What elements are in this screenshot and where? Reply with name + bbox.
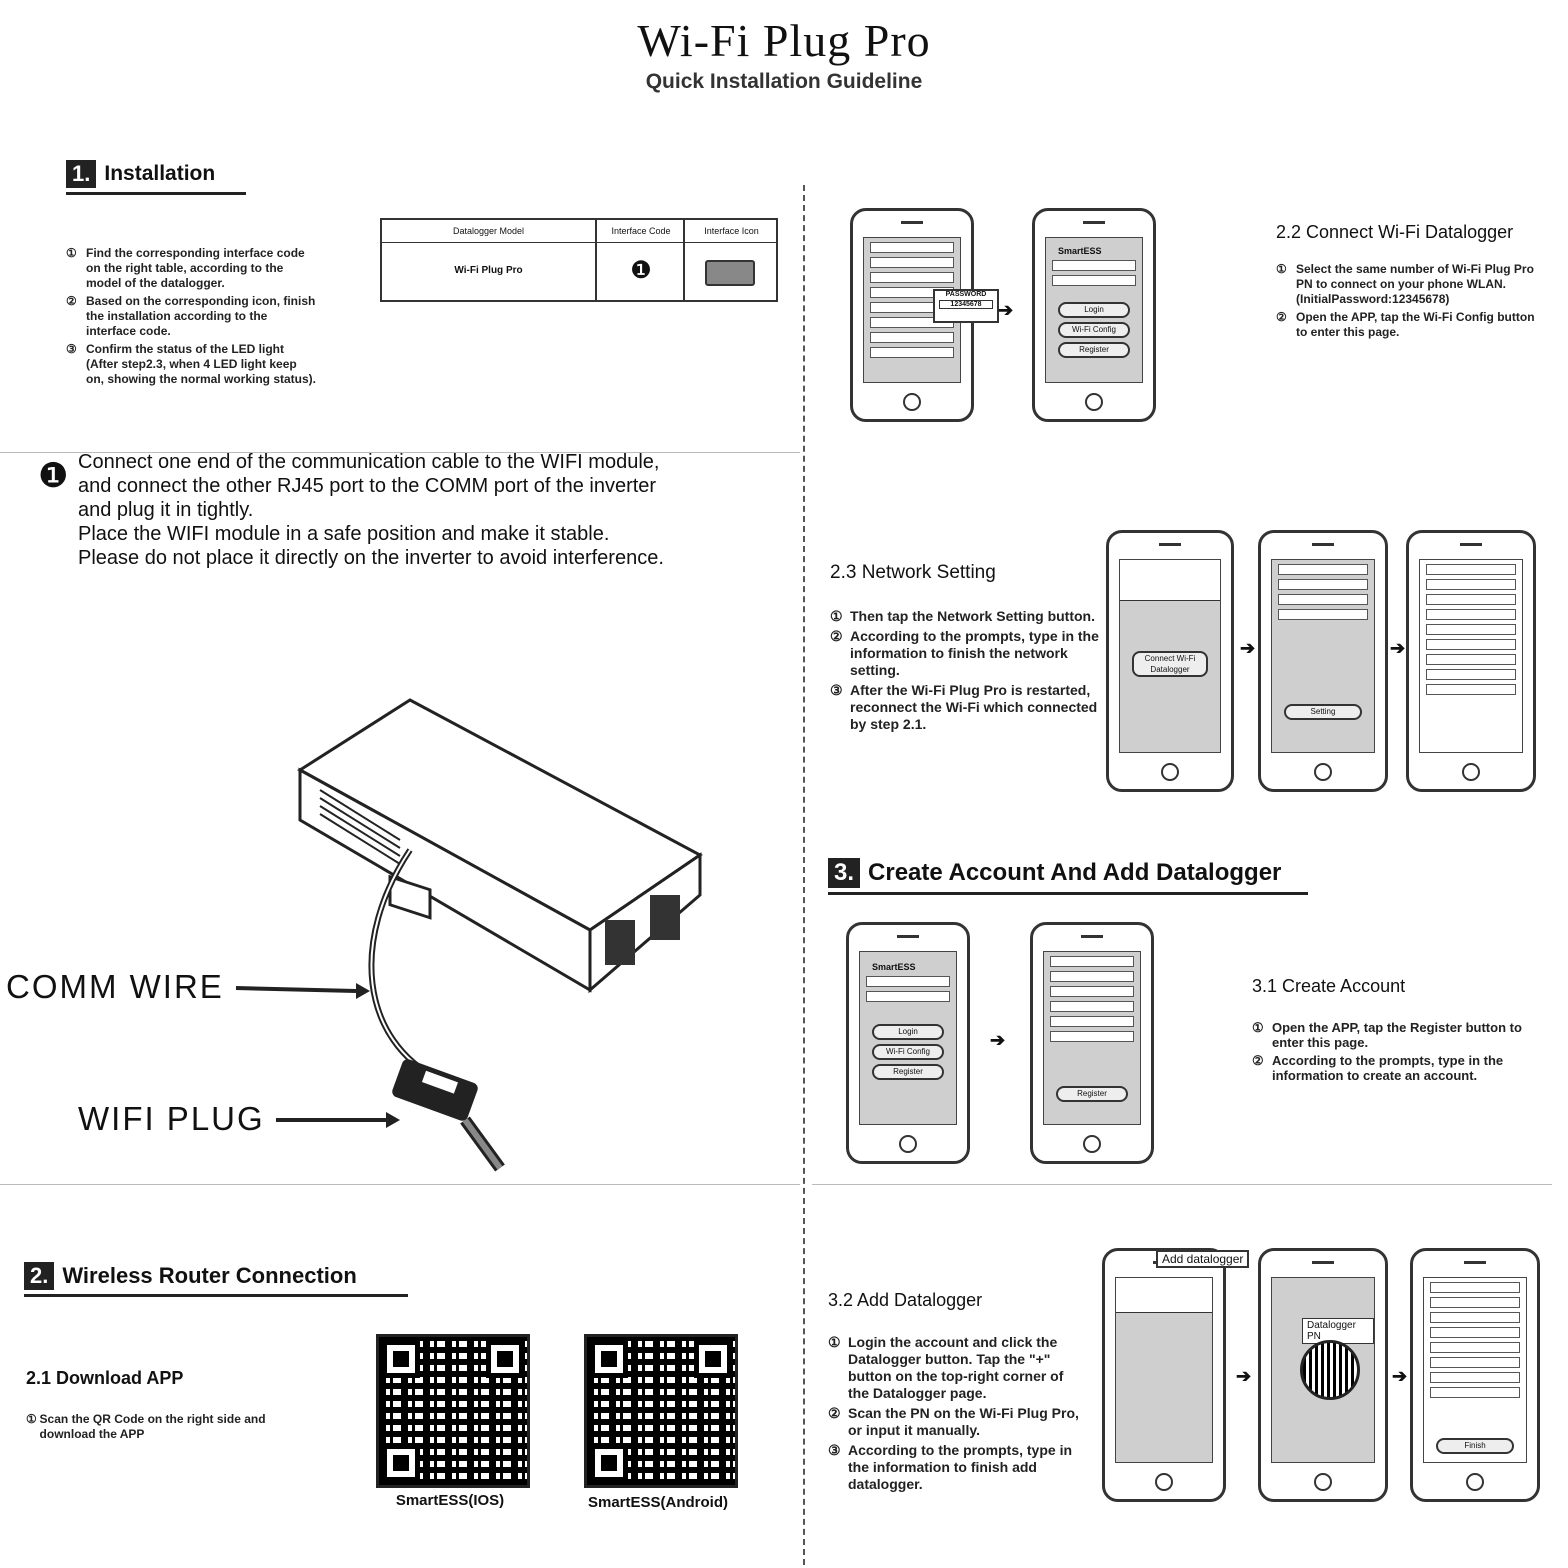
subsection-3-2-title: 3.2 Add Datalogger (828, 1290, 983, 1310)
section-1-title: Installation (104, 162, 216, 185)
section-1-number: 1. (66, 160, 97, 188)
main-step-number: ❶ (38, 457, 69, 495)
finish-button[interactable]: Finish (1436, 1438, 1514, 1454)
arrow-right-icon: ➔ (998, 300, 1014, 320)
column-divider (803, 185, 805, 1565)
section-3-title: Create Account And Add Datalogger (868, 859, 1282, 886)
section-3-heading: 3. Create Account And Add Datalogger (828, 858, 1308, 895)
phone-login-2: SmartESS Login Wi-Fi Config Register (846, 922, 970, 1164)
phone-datalogger-list (1102, 1248, 1226, 1502)
section-3-underline (828, 892, 1308, 895)
add-datalogger-callout[interactable]: Add datalogger (1156, 1250, 1250, 1268)
table-cell-icon (683, 242, 778, 300)
phone-login: SmartESS Login Wi-Fi Config Register (1032, 208, 1156, 422)
phone-wlan-list (1406, 530, 1536, 792)
password-popup: PASSWORD 12345678 (933, 289, 999, 323)
subsection-2-2-title: 2.2 Connect Wi-Fi Datalogger (1276, 222, 1514, 242)
login-button[interactable]: Login (1058, 302, 1130, 318)
register-button[interactable]: Register (872, 1064, 944, 1080)
barcode-icon (1300, 1340, 1360, 1400)
table-header-model: Datalogger Model (382, 220, 595, 243)
register-button[interactable]: Register (1058, 342, 1130, 358)
phone-wlan: PASSWORD 12345678 (850, 208, 999, 422)
arrow-right-icon: ➔ (1390, 638, 1406, 658)
wifi-config-button[interactable]: Wi-Fi Config (872, 1044, 944, 1060)
page-subtitle: Quick Installation Guideline (645, 70, 923, 93)
phone-confirm: Finish (1410, 1248, 1540, 1502)
datalogger-pn-label: Datalogger PN (1302, 1318, 1374, 1344)
inverter-side (298, 767, 592, 993)
qr-ios-caption: SmartESS(IOS) (395, 1492, 505, 1509)
arrow-right-icon: ➔ (1236, 1366, 1252, 1386)
phone-network-settings: Setting (1258, 530, 1388, 792)
inverter-illustration (235, 698, 703, 1172)
subsection-2-1-title: 2.1 Download APP (26, 1368, 184, 1388)
setting-button[interactable]: Setting (1284, 704, 1362, 720)
comm-wire-label: COMM WIRE (6, 968, 224, 1005)
separator (812, 1184, 1552, 1185)
subsection-2-3-title: 2.3 Network Setting (830, 562, 996, 583)
phone-connect: Connect Wi-Fi Datalogger (1106, 530, 1234, 792)
register-submit-button[interactable]: Register (1056, 1086, 1128, 1102)
arrow-right-icon: ➔ (990, 1030, 1006, 1050)
wifi-config-button[interactable]: Wi-Fi Config (1058, 322, 1130, 338)
qr-code-ios[interactable] (376, 1334, 530, 1488)
section-2-underline (24, 1294, 408, 1297)
front-panel-a (605, 920, 635, 965)
wifi-plug-label: WIFI PLUG (78, 1100, 265, 1137)
arrow-right-icon: ➔ (1392, 1366, 1408, 1386)
comm-wire-arrow (235, 986, 357, 993)
separator (0, 1184, 800, 1185)
table-header-icon: Interface Icon (683, 220, 778, 243)
rj45-port-icon (705, 260, 755, 286)
table-header-code: Interface Code (595, 220, 685, 243)
section-2-heading: 2. Wireless Router Connection (24, 1262, 408, 1297)
section-2-number: 2. (24, 1262, 55, 1290)
login-button[interactable]: Login (872, 1024, 944, 1040)
interface-table: Datalogger Model Interface Code Interfac… (380, 218, 778, 302)
page-title: Wi-Fi Plug Pro (637, 15, 931, 66)
section-1-heading: 1. Installation (66, 160, 246, 195)
section-2-title: Wireless Router Connection (62, 1263, 357, 1288)
phone-register: Register (1030, 922, 1154, 1164)
qr-code-android[interactable] (584, 1334, 738, 1488)
phone-scan-pn: Datalogger PN (1258, 1248, 1388, 1502)
main-instructions: Connect one end of the communication cab… (78, 451, 664, 569)
table-cell-model: Wi-Fi Plug Pro (454, 265, 523, 276)
table-cell-code: ❶ (595, 242, 685, 300)
connect-datalogger-button[interactable]: Connect Wi-Fi Datalogger (1132, 651, 1208, 677)
section-1-underline (66, 192, 246, 195)
front-panel-b (650, 895, 680, 940)
wifi-plug-shape (392, 1059, 505, 1172)
separator (0, 452, 800, 453)
qr-android-caption: SmartESS(Android) (587, 1494, 728, 1511)
subsection-3-1-title: 3.1 Create Account (1252, 976, 1406, 996)
section-3-number: 3. (828, 858, 861, 888)
arrow-right-icon: ➔ (1240, 638, 1256, 658)
